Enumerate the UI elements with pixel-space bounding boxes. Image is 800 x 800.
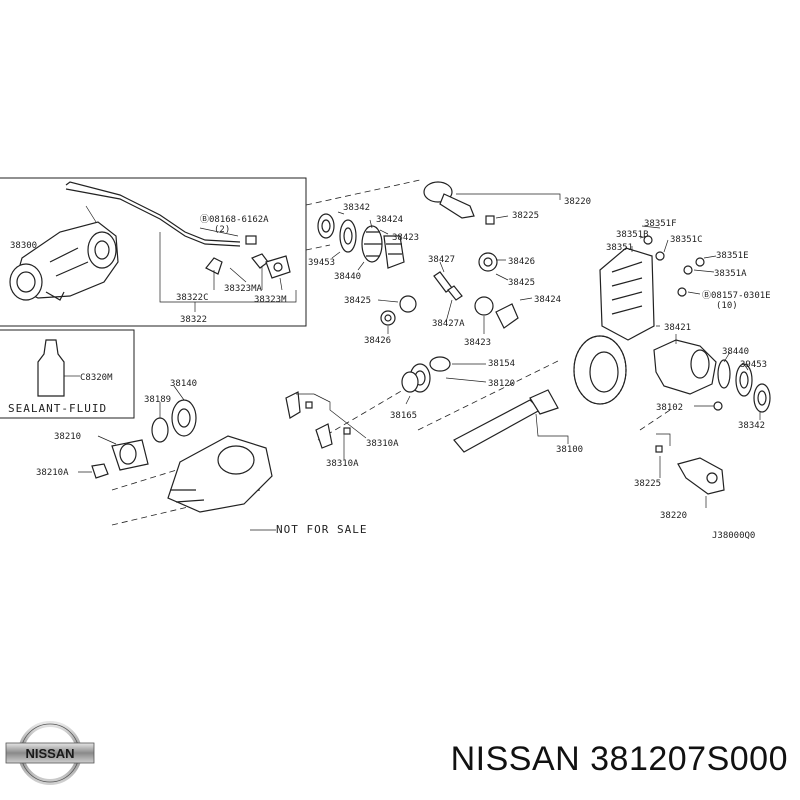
label-38210: 38210 [54,432,81,442]
label-38426-lower: 38426 [364,336,391,346]
label-diagram-code: J38000Q0 [712,531,755,541]
label-38154: 38154 [488,359,515,369]
companion-flange-set [91,399,197,479]
label-38300: 38300 [10,241,37,251]
label-39453-right: 39453 [740,360,767,370]
label-38102: 38102 [656,403,683,413]
label-38189: 38189 [144,395,171,405]
label-38427a: 38427A [432,319,465,329]
label-38424-upper: 38424 [376,215,403,225]
breather-hose [65,181,241,243]
carrier-assembly-38300 [9,221,119,301]
label-38323ma: 38323MA [224,284,263,294]
carrier-housing-lower [167,435,273,513]
label-38342-right: 38342 [738,421,765,431]
label-38165: 38165 [390,411,417,421]
bearing-caps-38310a [285,391,351,449]
pinion-shaft-and-gears [380,252,519,329]
label-38425-right: 38425 [508,278,535,288]
label-38423-lower: 38423 [464,338,491,348]
label-38342-upper: 38342 [343,203,370,213]
label-38440-right: 38440 [722,347,749,357]
breather-fittings [205,235,291,279]
differential-gear-set-left [317,213,405,269]
label-38351c: 38351C [670,235,703,245]
ring-gear-and-pinion-38100 [453,335,627,453]
label-38427: 38427 [428,255,455,265]
drive-flange-38220-lower [655,445,725,495]
sealant-box-outline [0,329,135,419]
nissan-logo: NISSAN [5,721,95,785]
label-38225-upper: 38225 [512,211,539,221]
label-38225-lower: 38225 [634,479,661,489]
label-38220-lower: 38220 [660,511,687,521]
label-c8320m: C8320M [80,373,113,383]
label-08157-0301e: Ⓑ08157-0301E [702,290,771,301]
label-38310a-upper: 38310A [366,439,399,449]
label-not-for-sale: NOT FOR SALE [276,523,367,536]
label-sealant-fluid: SEALANT-FLUID [8,402,107,415]
label-38210a: 38210A [36,468,69,478]
exploded-parts-diagram: 38300 Ⓑ08168-6162A (2) 38323MA 38322C 38… [0,177,771,541]
label-38310a-lower: 38310A [326,459,359,469]
differential-case-38421 [653,339,771,413]
label-38322: 38322 [180,315,207,325]
label-39453-upper: 39453 [308,258,335,268]
label-38140: 38140 [170,379,197,389]
label-38100: 38100 [556,445,583,455]
assembly-box-outline [0,177,307,327]
label-38425-left: 38425 [344,296,371,306]
label-38120: 38120 [488,379,515,389]
label-38351f: 38351F [644,219,677,229]
label-38322c: 38322C [176,293,209,303]
label-38220-upper: 38220 [564,197,591,207]
label-38323m: 38323M [254,295,287,305]
drive-flange-38220-upper [423,181,495,225]
label-38421: 38421 [664,323,691,333]
logo-wordmark: NISSAN [25,746,74,761]
label-38351b: 38351B [616,230,649,240]
sealant-tube [37,339,65,397]
assembly-dashed-leaders [111,179,671,526]
label-38351: 38351 [606,243,633,253]
label-08168-6162a: Ⓑ08168-6162A [200,214,269,225]
differential-cover-38351 [599,235,705,341]
label-38351a: 38351A [714,269,747,279]
label-08157-qty: (10) [716,301,738,311]
label-38426-upper: 38426 [508,257,535,267]
pinion-bearings [401,356,451,393]
label-38424-lower: 38424 [534,295,561,305]
part-number-title: NISSAN 381207S000 [450,740,788,778]
label-38423-upper: 38423 [392,233,419,243]
label-08168-qty: (2) [214,225,230,235]
label-38440-upper: 38440 [334,272,361,282]
label-38351e: 38351E [716,251,749,261]
